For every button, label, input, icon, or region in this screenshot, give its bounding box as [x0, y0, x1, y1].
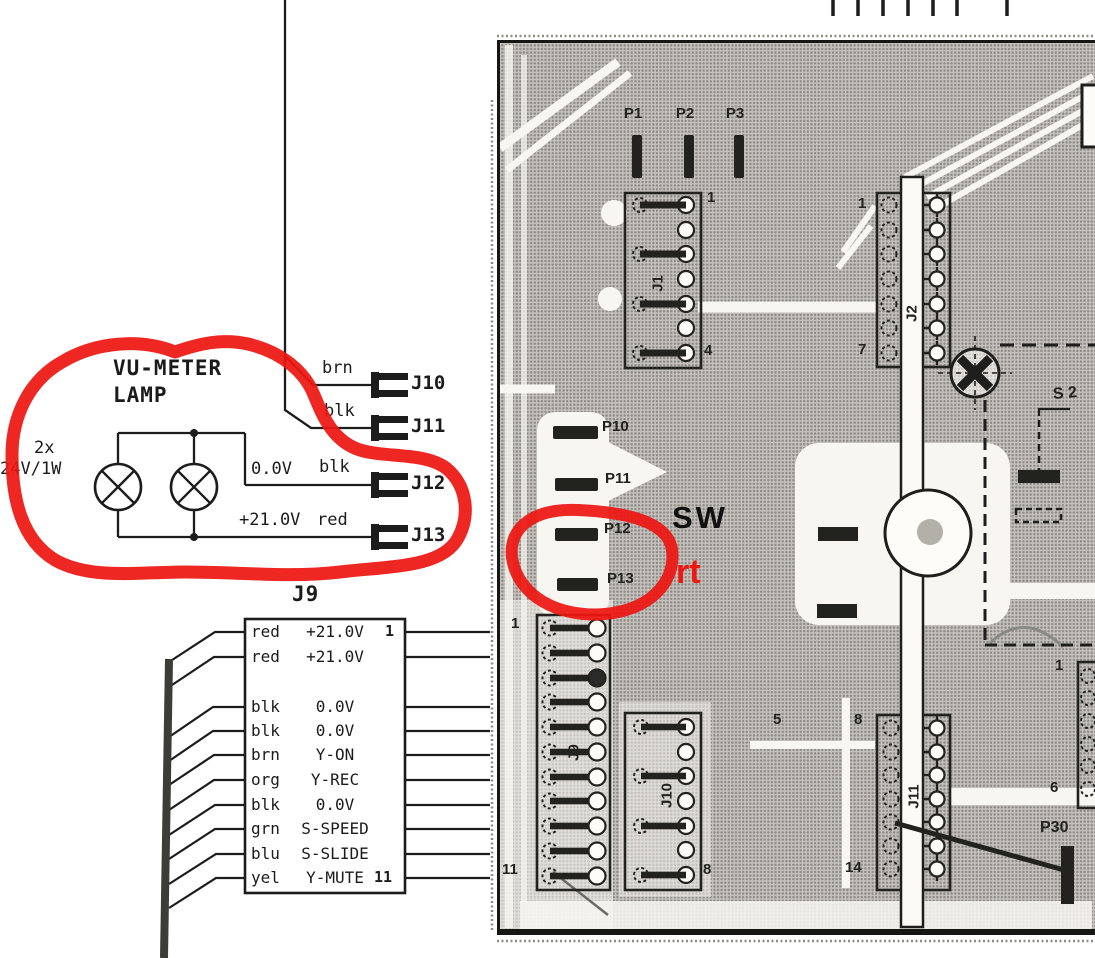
pin-label-p10: P10 [602, 418, 629, 435]
connector-label-j12: J12 [411, 472, 446, 494]
j1-block [623, 191, 703, 370]
j9-row-signal: Y-REC [310, 770, 360, 789]
j10-num-top: 5 [773, 711, 782, 728]
j2-num-top: 1 [858, 195, 867, 212]
j9-row-signal: +21.0V [306, 647, 364, 666]
j9-row-color: blu [251, 844, 280, 863]
screw-label-s2: S 2 [1052, 383, 1078, 404]
pcb-layout-view: P1 P2 P3 1 4 J1 1 7 J2 S 2 P10 P11 P12 P… [497, 40, 1095, 935]
lamp-title-line1: VU-METER [113, 356, 223, 380]
j9-row-signal: S-SPEED [301, 819, 369, 838]
j9-row-color: blk [251, 721, 280, 740]
junction-dot [190, 429, 198, 437]
j11-right-pads [923, 716, 946, 881]
p1-p2-p3-pins [632, 135, 744, 178]
j10-pcb-label: J10 [658, 782, 676, 809]
j9-row-signal: 0.0V [315, 721, 355, 740]
j9-row-signal: Y-MUTE [306, 868, 364, 887]
j9-row-color: grn [251, 819, 280, 838]
connector-symbols [371, 372, 408, 550]
pin-label-p3: P3 [725, 105, 745, 122]
pin-label-p1: P1 [623, 105, 643, 122]
pin-label-p11: P11 [605, 470, 631, 487]
j9-table-title: J9 [292, 582, 320, 606]
connector-label-j13: J13 [411, 524, 446, 546]
pin-label-p12: P12 [604, 520, 631, 537]
pin-label-p13: P13 [607, 570, 634, 587]
pcb-line-art [497, 40, 1095, 935]
j9-row-color: red [251, 647, 280, 666]
annotation-sw: SW [672, 500, 728, 535]
p30-lead [894, 820, 1065, 873]
lamp-title-line2: LAMP [113, 383, 168, 407]
p30-label: P30 [1040, 819, 1069, 836]
j9-row-color: blk [251, 795, 280, 814]
j10-num-bottom: 8 [703, 861, 712, 878]
j9-row-color: org [251, 770, 280, 789]
pin-label-p2: P2 [675, 105, 695, 122]
net-color-blk: blk [319, 457, 350, 477]
edge-connector-num-top: 1 [1055, 657, 1064, 674]
lamp-qty-line2: 24V/1W [0, 459, 62, 479]
j9-row-signal: S-SLIDE [301, 844, 369, 863]
j9-pin-last: 11 [374, 868, 393, 886]
j9-pin-first: 1 [385, 622, 395, 640]
net-voltage-0v: 0.0V [251, 459, 292, 479]
j9-pcb-label: J9 [565, 744, 583, 761]
j9-num-top: 1 [511, 615, 520, 632]
net-color-red: red [317, 510, 348, 530]
j9-row-color: yel [251, 868, 280, 887]
top-pin-ticks [831, 0, 1009, 16]
j2-right-pads [923, 193, 946, 365]
edge-component-box [1080, 83, 1095, 149]
p30-pin [1061, 846, 1074, 904]
j11-pcb-label: J11 [905, 784, 923, 809]
net-voltage-21v: +21.0V [239, 510, 301, 530]
junction-dot [190, 533, 198, 541]
connector-label-j10: J10 [411, 372, 446, 394]
j9-row-signal: +21.0V [306, 622, 364, 641]
j9-row-color: red [251, 622, 280, 641]
lamp-qty-line1: 2x [34, 438, 55, 458]
j9-block [535, 613, 612, 892]
j9-row-signal: 0.0V [315, 697, 355, 716]
j11-num-bottom: 14 [845, 859, 862, 876]
j11-num-top: 8 [854, 711, 863, 728]
j1-num-top: 1 [707, 189, 716, 206]
edge-connector [1076, 660, 1095, 810]
annotation-rt: rt [676, 553, 701, 591]
j9-row-signal: Y-ON [315, 745, 355, 764]
j1-num-bottom: 4 [704, 342, 713, 359]
j9-row-color: brn [251, 745, 280, 764]
s2-jumper-bar [1018, 470, 1060, 483]
wire-harness-bundle [160, 658, 173, 958]
edge-connector-num-bottom: 6 [1050, 779, 1059, 796]
connector-label-j11: J11 [411, 415, 446, 437]
j9-row-color: blk [251, 697, 280, 716]
wire-color-brn: brn [322, 358, 353, 378]
j2-label: J2 [903, 305, 921, 322]
jumper-bar [818, 527, 858, 541]
wire-color-blk: blk [324, 401, 355, 421]
screw-symbol [938, 336, 1012, 410]
round-component [883, 488, 973, 578]
j1-label: J1 [649, 275, 667, 292]
j2-num-bottom: 7 [858, 341, 867, 358]
j10-block [623, 711, 703, 892]
j9-row-signal: 0.0V [315, 795, 355, 814]
j9-num-bottom: 11 [502, 861, 518, 878]
jumper-bar [817, 604, 857, 618]
